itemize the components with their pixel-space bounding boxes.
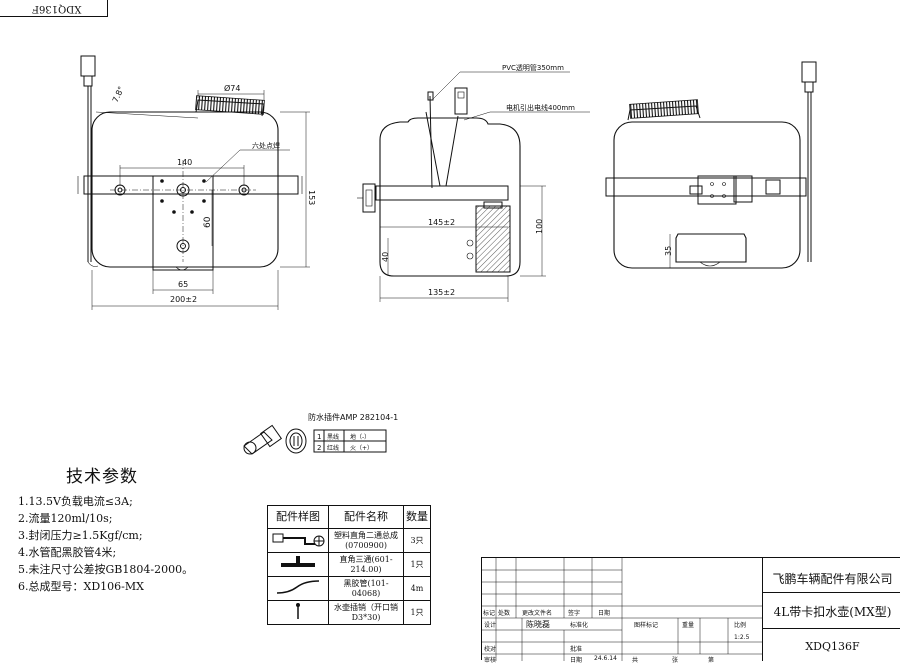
- pin1-no: 1: [317, 433, 321, 441]
- pin2-signal: 火（+）: [350, 445, 373, 452]
- angle-label: 7.8°: [111, 85, 126, 104]
- tb-label-count: 处数: [498, 610, 511, 617]
- product-name: 4L带卡扣水壶(MX型): [773, 605, 892, 619]
- tb-designer: 陈晓磊: [526, 620, 550, 629]
- spec-item: 2.流量120ml/10s;: [18, 512, 113, 525]
- tb-label-standardize: 标准化: [570, 622, 589, 629]
- part-name: 塑料直角二通总成(0700900): [328, 528, 404, 553]
- rear-connector: [801, 61, 817, 262]
- spec-list: 1.13.5V负载电流≤3A; 2.流量120ml/10s; 3.封闭压力≥1.…: [18, 493, 278, 595]
- tb-label-file: 更改文件名: [522, 610, 553, 617]
- part-name: 水壶插销（开口销D3*30): [328, 600, 404, 625]
- part-image-elbow-icon: [267, 528, 329, 553]
- dim-35: 35: [664, 246, 673, 256]
- spec-item: 3.封闭压力≥1.5Kgf/cm;: [18, 529, 143, 542]
- dim-60: 60: [203, 216, 213, 228]
- rear-strap: [605, 177, 807, 197]
- part-image-pin-icon: [267, 600, 329, 625]
- rear-view: 35: [605, 61, 817, 269]
- part-image-hose-icon: [267, 576, 329, 601]
- rear-tank-body: [613, 121, 801, 269]
- side-clip: [357, 183, 376, 213]
- pin1-signal: 地（-）: [350, 433, 370, 441]
- table-row: 水壶插销（开口销D3*30) 1只: [267, 600, 431, 625]
- part-qty: 4m: [403, 576, 431, 601]
- plug-icon: [243, 424, 283, 455]
- pvc-tube: [429, 95, 433, 189]
- spec-item: 4.水管配黑胶管4米;: [18, 546, 117, 559]
- side-connector: [454, 87, 468, 115]
- pin-table: 1 黑线 地（-） 2 红线 火（+）: [313, 429, 387, 453]
- part-qty: 1只: [403, 552, 431, 577]
- filler-cap: [195, 95, 265, 115]
- tb-label-check: 校对: [484, 646, 497, 653]
- spec-item: 6.总成型号：XD106-MX: [18, 580, 144, 593]
- front-view: 7.8° Ø74 六处点焊 140 153 60 65 200±2: [77, 55, 316, 310]
- connector-title: 防水插件AMP 282104-1: [308, 412, 398, 422]
- pin2-no: 2: [317, 444, 321, 452]
- socket-face-icon: [285, 428, 307, 454]
- part-image-tee-icon: [267, 552, 329, 577]
- tb-label-date: 日期: [598, 610, 611, 617]
- side-view: PVC透明管350mm 电机引出电线400mm 145±2 100 40 135…: [357, 63, 590, 302]
- tb-scale: 1:2.5: [734, 634, 750, 641]
- callout-pvc: PVC透明管350mm: [502, 63, 564, 72]
- table-row: 黑胶管(101-04068) 4m: [267, 576, 431, 601]
- dim-200: 200±2: [170, 295, 197, 304]
- dim-153: 153: [307, 190, 316, 205]
- table-row: 直角三通(601-214.00) 1只: [267, 552, 431, 577]
- drawing-number: XDQ136F: [805, 640, 860, 653]
- parts-header-image: 配件样图: [267, 505, 329, 529]
- dim-65: 65: [178, 280, 188, 289]
- callout-weld: 六处点焊: [252, 141, 280, 150]
- rear-filler-cap: [629, 99, 699, 119]
- pin2-wire: 红线: [327, 444, 339, 452]
- dim-145: 145±2: [428, 218, 455, 227]
- pump-outlet: [175, 266, 189, 271]
- parts-header-row: 配件样图 配件名称 数量: [267, 505, 431, 529]
- title-block: 标记 处数 更改文件名 签字 日期 设计 陈晓磊 标准化 校对 审核 批准 日期…: [481, 557, 900, 664]
- tb-label-stage: 图样标记: [634, 622, 659, 629]
- spec-title: 技术参数: [66, 467, 138, 487]
- tb-label-ratio: 比例: [734, 622, 747, 629]
- front-connector: [80, 55, 99, 267]
- connector-detail: 防水插件AMP 282104-1 1 黑线 地（-） 2 红线 火（+）: [243, 412, 398, 455]
- parts-header-qty: 数量: [403, 505, 431, 529]
- title-block-right: 飞鹏车辆配件有限公司 4L带卡扣水壶(MX型) XDQ136F: [762, 558, 900, 661]
- pump-motor: [475, 205, 511, 273]
- dim-135: 135±2: [428, 288, 455, 297]
- part-name: 直角三通(601-214.00): [328, 552, 404, 577]
- rear-pump-housing: [675, 233, 747, 263]
- diameter-label: Ø74: [224, 83, 240, 93]
- pin1-wire: 黑线: [327, 433, 339, 441]
- parts-header-name: 配件名称: [328, 505, 404, 529]
- tb-label-approve: 批准: [570, 646, 583, 653]
- spec-section: 技术参数 1.13.5V负载电流≤3A; 2.流量120ml/10s; 3.封闭…: [18, 462, 278, 595]
- tb-label-sign: 签字: [568, 610, 581, 617]
- spec-item: 1.13.5V负载电流≤3A;: [18, 495, 133, 508]
- callout-motor-lead: 电机引出电线400mm: [506, 103, 575, 112]
- table-row: 塑料直角二通总成(0700900) 3只: [267, 528, 431, 553]
- company-name: 飞鹏车辆配件有限公司: [772, 572, 893, 586]
- tb-label-design: 设计: [484, 622, 497, 629]
- drawing-number-stamp: XDQ136F: [0, 0, 108, 17]
- part-qty: 3只: [403, 528, 431, 553]
- part-name: 黑胶管(101-04068): [328, 576, 404, 601]
- title-block-grid: [482, 558, 762, 661]
- side-strap: [375, 185, 509, 201]
- tb-label-mark: 标记: [483, 610, 496, 617]
- parts-table: 配件样图 配件名称 数量 塑料直角二通总成(0700900) 3只 直角三通(6…: [267, 505, 431, 625]
- spec-item: 5.未注尺寸公差按GB1804-2000。: [18, 563, 194, 576]
- part-qty: 1只: [403, 600, 431, 625]
- dim-40: 40: [381, 252, 390, 262]
- dim-140: 140: [177, 158, 192, 167]
- tb-label-weight: 重量: [682, 622, 695, 629]
- tb-date: 24.6.14: [594, 655, 617, 662]
- rear-latch: [689, 175, 781, 205]
- dim-100: 100: [535, 219, 544, 234]
